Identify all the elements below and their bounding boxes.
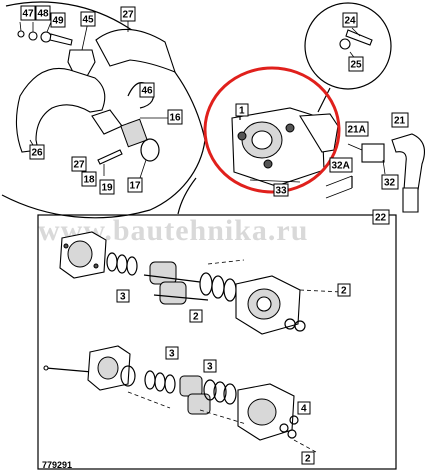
callout-27-top: 27: [120, 6, 136, 22]
o-ring: [140, 138, 160, 162]
adapter: [361, 143, 385, 163]
callout-number: 46: [142, 86, 154, 97]
callout-number: 2: [193, 312, 199, 323]
callout-24: 24: [342, 12, 358, 28]
pipe: [402, 187, 419, 213]
screw: [97, 149, 123, 165]
callout-32: 32: [381, 174, 399, 190]
callout-3-lower-b: 3: [203, 359, 217, 373]
exploded-view-frame: [37, 214, 397, 470]
callout-number: 25: [351, 60, 363, 71]
callout-number: 21: [394, 116, 406, 127]
exploded-upper-pump: [59, 231, 343, 335]
callout-2-lower: 2: [301, 451, 315, 465]
callout-number: 4: [301, 404, 307, 415]
callout-46: 46: [139, 82, 155, 98]
hose-coupling: [91, 109, 123, 135]
figure-number: 779291: [42, 460, 72, 470]
callout-4: 4: [297, 401, 311, 415]
callout-number: 32: [384, 178, 396, 189]
leader-line: [177, 177, 197, 215]
callout-number: 2: [341, 286, 347, 297]
callout-number: 48: [38, 9, 50, 20]
callout-2-upper: 2: [337, 283, 351, 297]
callout-26: 26: [29, 144, 45, 160]
pipe-fittings: [325, 133, 425, 213]
callout-number: 16: [170, 113, 182, 124]
hose-upper: [95, 28, 176, 73]
flange: [120, 118, 148, 148]
callout-32A: 32A: [329, 157, 353, 173]
callout-47: 47: [20, 5, 36, 21]
fitting-detail-circle: [304, 2, 392, 113]
callout-number: 3: [169, 349, 175, 360]
callout-27-mid: 27: [71, 156, 87, 172]
callout-18: 18: [81, 171, 97, 187]
callout-number: 21A: [348, 125, 366, 136]
callout-number: 1: [239, 106, 245, 117]
callout-labels: 47 48 49 45 27 46 26 16 27 18 19 17 24 2…: [20, 5, 409, 465]
callout-22: 22: [372, 209, 390, 225]
callout-number: 32A: [332, 161, 350, 172]
callout-number: 24: [345, 16, 357, 27]
hose-lower: [15, 67, 106, 153]
callout-number: 2: [305, 454, 311, 465]
callout-number: 18: [84, 175, 96, 186]
callout-21: 21: [391, 112, 409, 128]
callout-number: 27: [74, 160, 86, 171]
callout-2-mid: 2: [189, 309, 203, 323]
hydraulic-pump-assembly: [231, 107, 339, 187]
callout-16: 16: [167, 109, 183, 125]
callout-25: 25: [348, 56, 364, 72]
callout-45: 45: [80, 11, 96, 27]
callout-number: 26: [32, 148, 44, 159]
callout-3-lower-a: 3: [165, 346, 179, 360]
callout-21A: 21A: [345, 121, 369, 137]
hose-detail-circle: [1, 1, 206, 219]
callout-number: 17: [130, 181, 142, 192]
callout-49: 49: [50, 12, 66, 28]
callout-number: 49: [53, 16, 65, 27]
exploded-lower-pump: [43, 345, 317, 453]
callout-3-upper: 3: [116, 289, 130, 303]
callout-number: 3: [120, 292, 126, 303]
callout-number: 19: [102, 183, 114, 194]
bolt-assembly: [17, 21, 73, 46]
callout-19: 19: [99, 179, 115, 195]
banjo-bolt: [345, 29, 373, 46]
callout-number: 3: [207, 362, 213, 373]
callout-33: 33: [273, 183, 289, 197]
callout-48: 48: [35, 5, 51, 21]
callout-number: 47: [23, 9, 35, 20]
callout-number: 27: [123, 10, 135, 21]
callout-1: 1: [235, 103, 249, 117]
callout-number: 33: [276, 186, 288, 197]
callout-number: 22: [375, 213, 387, 224]
highlight-ring: [203, 66, 341, 194]
callout-17: 17: [127, 177, 143, 193]
callout-number: 45: [83, 15, 95, 26]
